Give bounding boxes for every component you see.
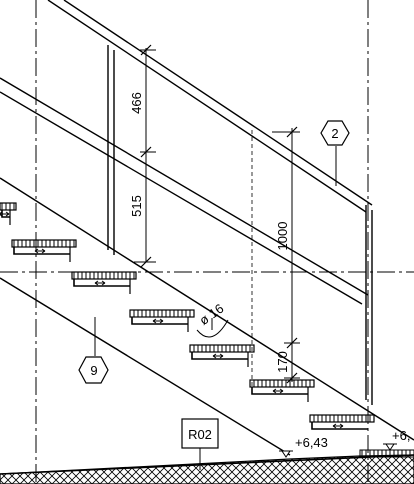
handrail-top	[47, 0, 373, 213]
level-marker-main	[279, 450, 293, 458]
ground-slab	[0, 454, 414, 484]
dimension-label-515: 515	[129, 195, 144, 217]
level-marker-right	[383, 443, 397, 451]
stair-tread	[309, 414, 375, 430]
railing-posts	[107, 45, 373, 405]
level-label-main: +6,43	[295, 435, 328, 450]
stair-tread	[71, 271, 137, 294]
stringer	[0, 177, 414, 456]
stair-tread	[0, 202, 17, 225]
diameter-callout	[196, 318, 229, 338]
stair-tread	[11, 239, 77, 262]
tag-stringer: 9	[78, 317, 109, 384]
stair-tread	[249, 379, 315, 402]
landing-slab	[359, 449, 414, 458]
tag-stringer-label: 9	[90, 363, 97, 378]
tag-reference-label: R02	[188, 427, 212, 442]
tag-handrail-label: 2	[331, 126, 338, 141]
level-label-right: +6,	[392, 428, 410, 443]
dimension-466-515	[134, 44, 156, 268]
handrail-middle-rail	[0, 77, 369, 305]
dimension-label-170: 170	[275, 351, 290, 373]
stair-tread	[129, 309, 195, 332]
stair-treads	[0, 202, 375, 430]
stair-tread	[189, 344, 255, 367]
dimension-label-466: 466	[129, 92, 144, 114]
tag-handrail: 2	[320, 120, 350, 186]
tag-reference: R02	[181, 418, 219, 470]
dimension-label-1000: 1000	[275, 222, 290, 251]
